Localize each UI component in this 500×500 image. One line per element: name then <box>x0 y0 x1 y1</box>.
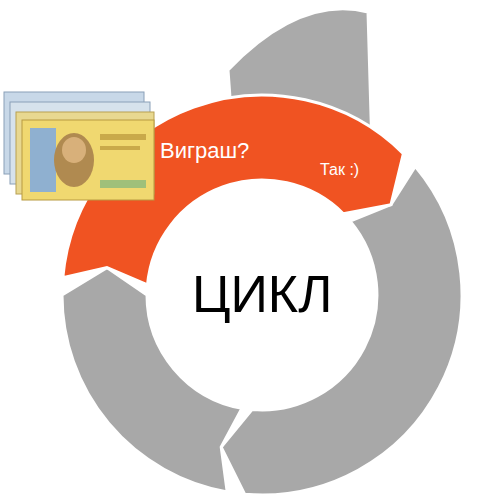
cycle-band: Виграш? Так :) <box>150 125 420 195</box>
center-label: ЦИКЛ <box>192 266 332 323</box>
center-circle: ЦИКЛ <box>162 195 362 395</box>
band-answer: Так :) <box>320 161 359 179</box>
banknotes-illustration <box>4 92 154 200</box>
band-heading: Виграш? <box>160 139 249 163</box>
